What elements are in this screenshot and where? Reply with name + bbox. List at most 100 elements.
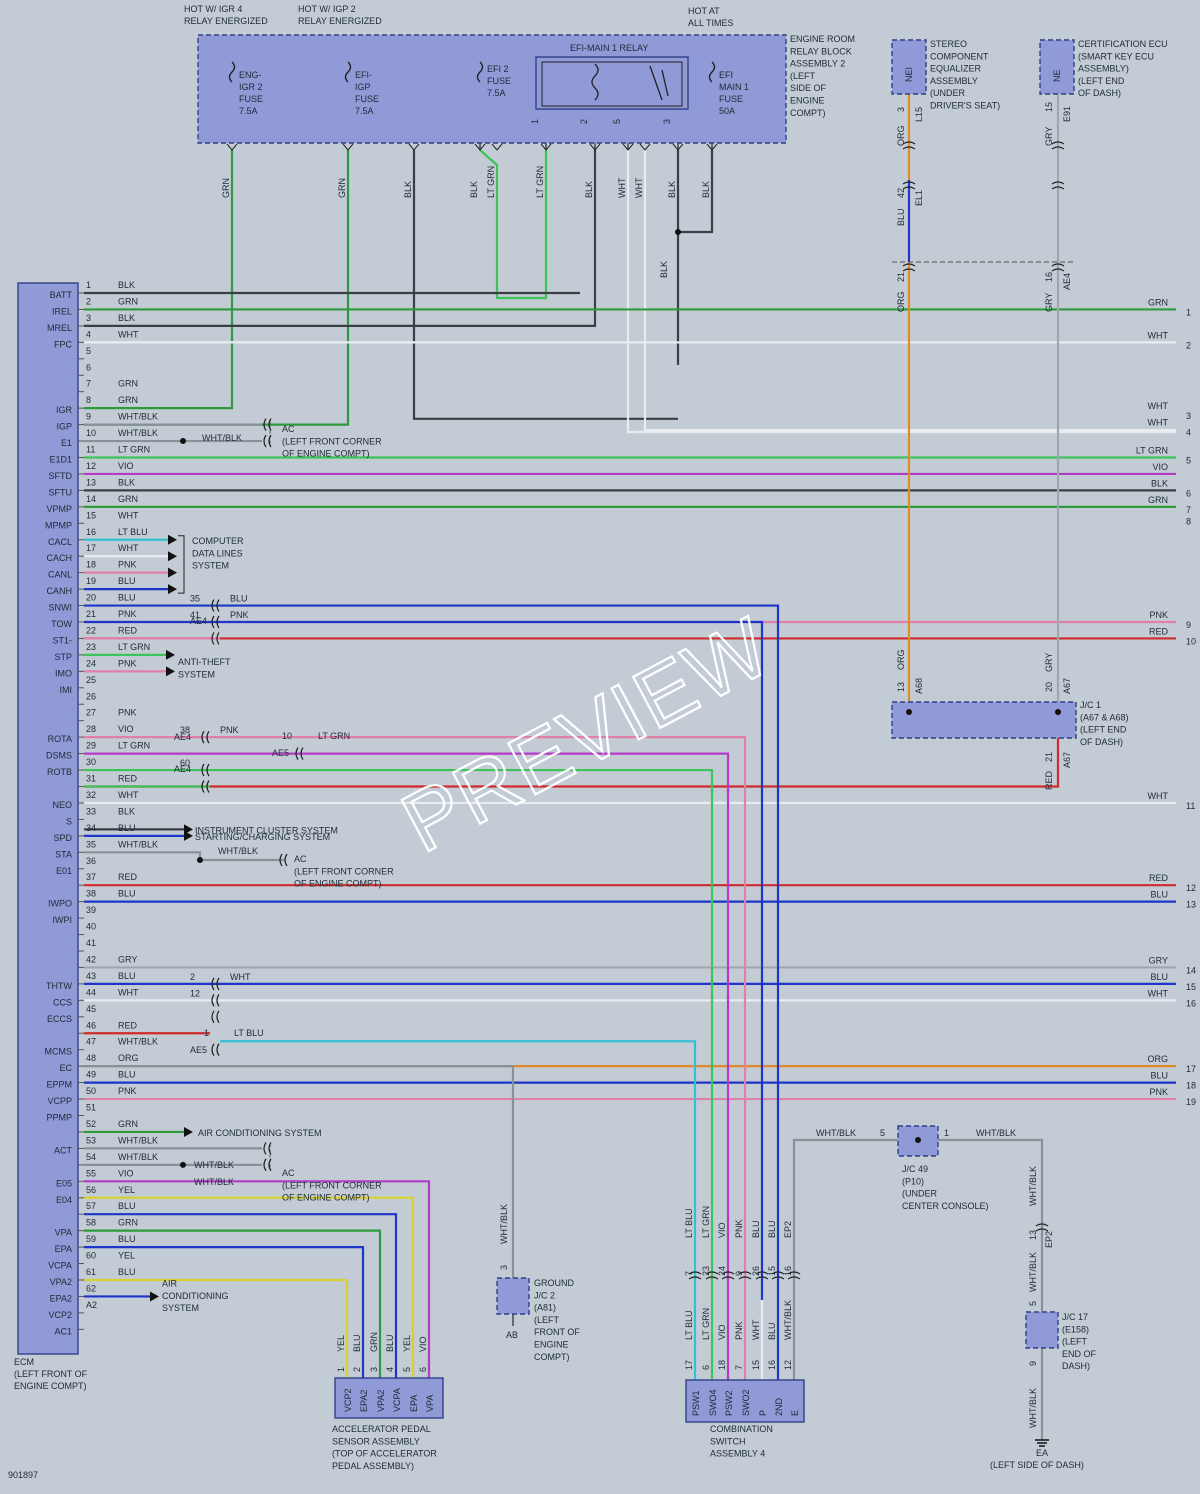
right-wire-color: BLK [1151,478,1168,488]
splice-wire: PNK [230,610,249,620]
ecm-pin-number: 46 [86,1020,96,1030]
combo-pin-number: 12 [783,1360,793,1370]
jc1-name-line: J/C 1 [1080,700,1101,710]
ecm-pin-number: 18 [86,560,96,570]
jc17-name-line: J/C 17 [1062,1312,1088,1322]
connector-icon [1051,263,1065,272]
terminal-icon [639,143,651,151]
ecm-pin-number: 3 [86,313,91,323]
ecm-wire-color: VIO [118,1168,134,1178]
hot-always-label-line: HOT AT [688,6,720,16]
ecm-wire-color: RED [118,872,138,882]
ecm-pin-number: 32 [86,790,96,800]
junction-dot [675,229,681,235]
combo-top-term: 16 [783,1266,793,1276]
top-wire-color: BLK [584,181,594,198]
fuse-label-line: IGR 2 [239,82,263,92]
right-wire-color: GRN [1148,495,1168,505]
jc1-r-wire: GRY [1044,653,1054,672]
ecm-pin-number: 28 [86,724,96,734]
hot-igr4-label-line: RELAY ENERGIZED [184,16,268,26]
ecm-pin-name: PPMP [46,1113,72,1123]
top-wire-color: LT GRN [535,166,545,198]
relay-pin: 5 [612,119,622,124]
ecm-wire-color: VIO [118,461,134,471]
ae4-wire-l: ORG [896,291,906,312]
ecm-pin-number: 56 [86,1185,96,1195]
ecm-body [17,282,79,1355]
ecm-pin-number: 8 [86,395,91,405]
splice-conn: AE4 [174,764,191,774]
combo-top-term: 9 [734,1271,744,1276]
ecm-pin-number: 57 [86,1201,96,1211]
ecm-pin-name: E05 [56,1178,72,1188]
jc2-name-line: J/C 2 [534,1290,555,1300]
accel-pin-number: 5 [402,1367,412,1372]
accel-pin-number: 6 [418,1367,428,1372]
accel-wire-color: VIO [418,1336,428,1352]
ecm-pin-name: VPA [55,1228,72,1238]
ecm-wire-color: WHT [118,543,139,553]
ecm-wire-color: PNK [118,708,137,718]
combo-top-wire: BLU [767,1220,777,1238]
bracket [178,535,185,594]
ecm-pin-number: 37 [86,872,96,882]
combo-pin-name: SWO4 [708,1389,718,1416]
ecm-wire-color: LT GRN [118,445,150,455]
connector-icon [201,763,210,777]
right-wire-number: 18 [1186,1081,1196,1091]
top-wire-color: BLK [701,181,711,198]
combo-wire-color: WHT [751,1319,761,1340]
top-wire-color: BLK [403,181,413,198]
ecm-pin-name: IREL [52,306,72,316]
combo-pin-number: 16 [767,1360,777,1370]
relay-block-name-line: COMPT) [790,108,826,118]
ecm-wire-color: WHT/BLK [118,839,158,849]
jc49-name-line: (UNDER [902,1189,937,1199]
splice-number: 41 [190,610,200,620]
ecm-pin-name: MREL [47,323,72,333]
fuse-icon [476,61,484,83]
ecm-pin-number: 7 [86,379,91,389]
jc1-box [891,701,1077,739]
right-wire-color: WHT [1148,418,1169,428]
wire-layer [84,38,1176,1440]
arrow-icon [168,534,177,545]
ecm-pin-number: 38 [86,889,96,899]
combo-top-wire: EP2 [783,1221,793,1238]
fuse-label-line: 7.5A [487,88,506,98]
right-wire-number: 15 [1186,982,1196,992]
cert-ecu-name-line: (SMART KEY ECU [1078,51,1154,61]
ecm-pin-number: 62 [86,1283,96,1293]
terminal-icon [226,143,238,151]
terminal-icon [474,143,486,151]
ac-ground-label-line: AC [294,854,307,864]
combo-top-term: 7 [684,1271,694,1276]
wire-jc49-jc17 [938,1138,1044,1440]
ecm-wire-color: WHT [118,329,139,339]
ecm-pin-name: VPA2 [50,1277,72,1287]
ecm-wire-color: LT GRN [118,642,150,652]
terminal-icon [342,143,354,151]
right-wire-color: LT GRN [1136,446,1168,456]
ecm-pin-number: 14 [86,494,96,504]
ecm-wire-color: WHT/BLK [118,412,158,422]
jc1-out-conn: A67 [1062,752,1072,768]
fuse-label-line: EFI- [355,70,372,80]
arrow-icon [168,584,177,595]
ecm-pin-name: FPC [54,339,73,349]
accel-wire-color: YEL [402,1335,412,1352]
right-wire-number: 2 [1186,340,1191,350]
stereo-conn: L15 [914,107,924,122]
splice-wire: WHT [230,972,251,982]
stereo-name-line: DRIVER'S SEAT) [930,101,1000,111]
right-wire-number: 3 [1186,411,1191,421]
accel-pin-number: 2 [352,1367,362,1372]
accel-pin-number: 4 [385,1367,395,1372]
ecm-wire-color: PNK [118,658,137,668]
right-wire-number: 16 [1186,998,1196,1008]
fuse-label-line: EFI [719,70,733,80]
hot-always-label-line: ALL TIMES [688,18,734,28]
